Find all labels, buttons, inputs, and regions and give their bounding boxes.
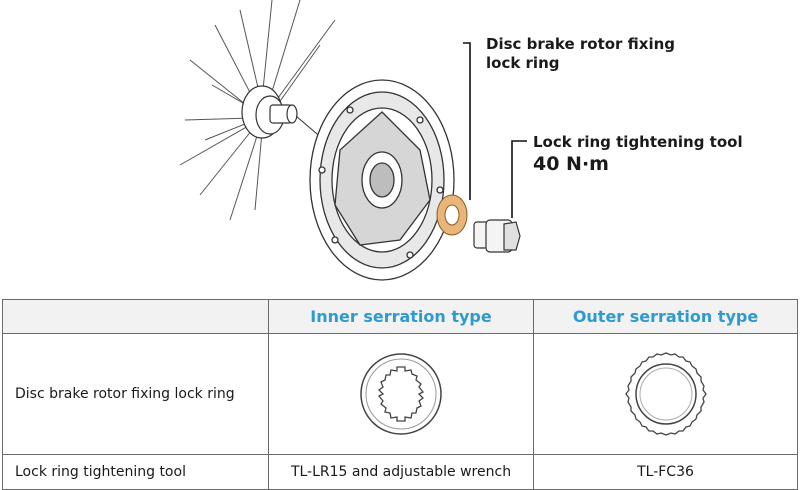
lock-ring-callout: Disc brake rotor fixing lock ring bbox=[486, 35, 706, 73]
outer-serration-ring-cell bbox=[533, 333, 798, 455]
hub bbox=[241, 85, 298, 139]
header-inner-serration: Inner serration type bbox=[268, 299, 534, 334]
inner-serration-tool-cell: TL-LR15 and adjustable wrench bbox=[268, 454, 534, 490]
hub-rotor-illustration bbox=[179, 0, 527, 281]
table-header-row: Inner serration type Outer serration typ… bbox=[2, 299, 798, 334]
outer-serration-ring-icon bbox=[624, 352, 707, 436]
spec-table: Inner serration type Outer serration typ… bbox=[2, 299, 798, 490]
torque-value: 40 N·m bbox=[533, 153, 609, 175]
lockring-leader-line bbox=[463, 42, 471, 200]
table-row: Lock ring tightening tool TL-LR15 and ad… bbox=[2, 454, 798, 490]
inner-serration-ring-icon bbox=[360, 353, 442, 435]
outer-serration-tool-cell: TL-FC36 bbox=[533, 454, 798, 490]
lock-ring-callout-line2: lock ring bbox=[486, 54, 560, 72]
tool-callout: Lock ring tightening tool bbox=[533, 133, 743, 151]
tool-leader-line bbox=[511, 140, 527, 218]
row-label-lock-ring: Disc brake rotor fixing lock ring bbox=[2, 333, 269, 455]
lock-ring-callout-line1: Disc brake rotor fixing bbox=[486, 35, 676, 53]
header-blank bbox=[2, 299, 269, 334]
lock-ring-tool bbox=[473, 219, 521, 253]
disc-rotor bbox=[309, 79, 455, 281]
header-outer-serration: Outer serration type bbox=[533, 299, 798, 334]
lock-ring bbox=[436, 194, 468, 236]
table-row: Disc brake rotor fixing lock ring bbox=[2, 333, 798, 455]
row-label-tool: Lock ring tightening tool bbox=[2, 454, 269, 490]
inner-serration-ring-cell bbox=[268, 333, 534, 455]
wheel-spokes bbox=[179, 0, 336, 221]
